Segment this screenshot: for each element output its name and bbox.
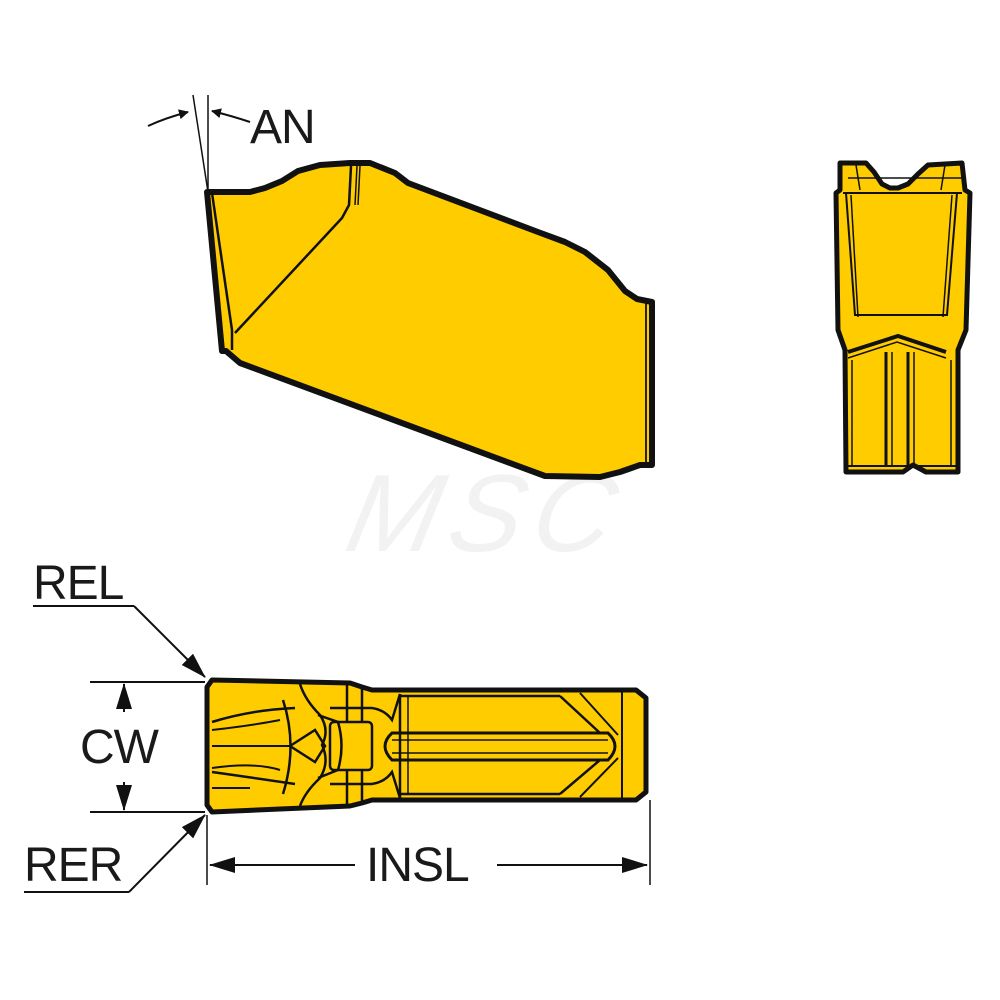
label-rer: RER <box>24 839 123 892</box>
rel-leader-arrow <box>133 605 206 678</box>
label-an: AN <box>250 101 316 154</box>
an-reference-line-angled <box>192 94 209 193</box>
an-arrow-left <box>147 109 189 127</box>
end-view-body <box>833 160 973 475</box>
watermark: MSC <box>336 452 638 575</box>
top-view <box>24 605 651 893</box>
label-insl: INSL <box>366 839 470 892</box>
an-arrow-right <box>211 108 251 123</box>
side-view-body <box>204 160 655 480</box>
end-view <box>833 160 973 475</box>
label-cw: CW <box>80 721 159 774</box>
label-rel: REL <box>33 557 124 610</box>
rer-leader-arrow <box>128 814 206 893</box>
side-view <box>147 94 655 480</box>
